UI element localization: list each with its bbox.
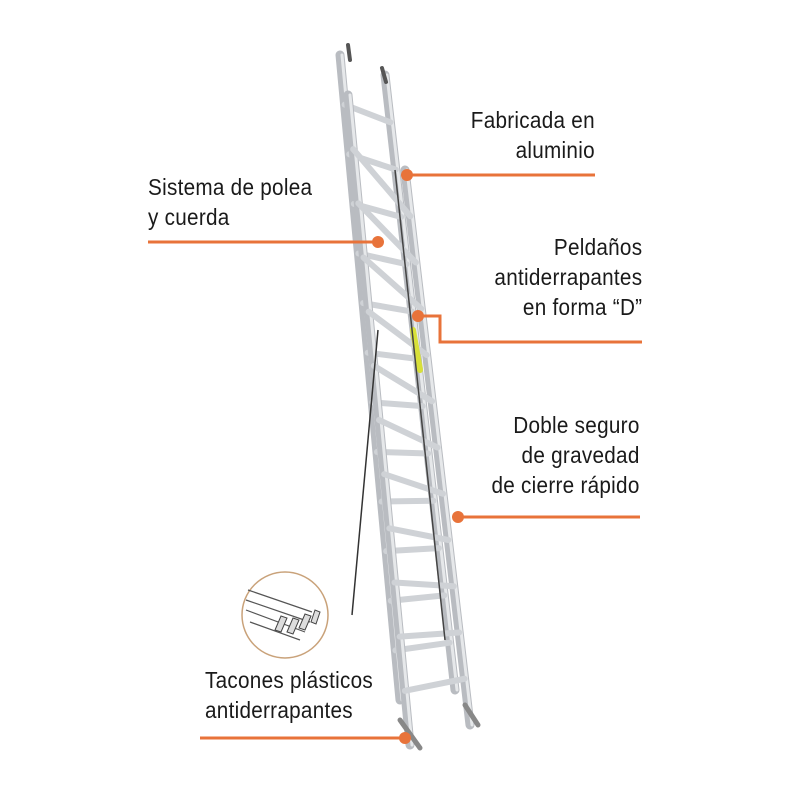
base-section-rung [381,471,446,497]
top-cap [346,43,352,62]
base-section-rung [391,579,457,590]
foot [397,717,423,751]
callout-dot [452,511,464,523]
rope [351,329,379,616]
callout-text: Peldaños [553,234,642,260]
callout-dot [401,169,413,181]
callout-text: Tacones plásticos [205,667,373,693]
callout-text: de cierre rápido [491,472,640,498]
base-section-rung [386,525,452,543]
callout-lines [148,173,642,740]
callout-line-peldanos [418,314,642,344]
base-section-rung [396,629,463,640]
callout-text: y cuerda [148,204,230,230]
callout-dot [412,310,424,322]
callout-text: de gravedad [521,442,640,468]
callout-tacones: Tacones plásticos antiderrapantes [205,665,373,725]
base-section-rung [360,254,425,312]
callout-aluminio: Fabricada en aluminio [471,105,595,165]
rope-inner [394,169,446,641]
callout-seguro: Doble seguro de gravedad de cierre rápid… [492,410,640,500]
callout-text: Fabricada en [470,107,595,133]
extension-ladder [335,43,481,751]
callout-dot [399,732,411,744]
top-cap [380,66,388,84]
base-section-rung [401,675,468,694]
callout-text: en forma “D” [522,294,642,320]
base-section-rung [350,146,414,220]
callout-dots [372,169,464,744]
callout-polea: Sistema de polea y cuerda [148,172,312,232]
callout-text: Sistema de polea [148,174,313,200]
callout-text: antiderrapantes [494,264,642,290]
callout-text: Doble seguro [513,412,640,438]
callout-text: aluminio [515,137,595,163]
base-section-rung [376,417,441,451]
lock-label [410,327,423,373]
callout-text: antiderrapantes [205,697,353,723]
base-section-rung [370,362,436,405]
plastic-foot-inset [241,571,329,659]
foot [462,702,481,728]
base-section-rung [355,200,419,266]
callout-peldanos: Peldaños antiderrapantes en forma “D” [494,232,642,322]
callout-dot [372,236,384,248]
